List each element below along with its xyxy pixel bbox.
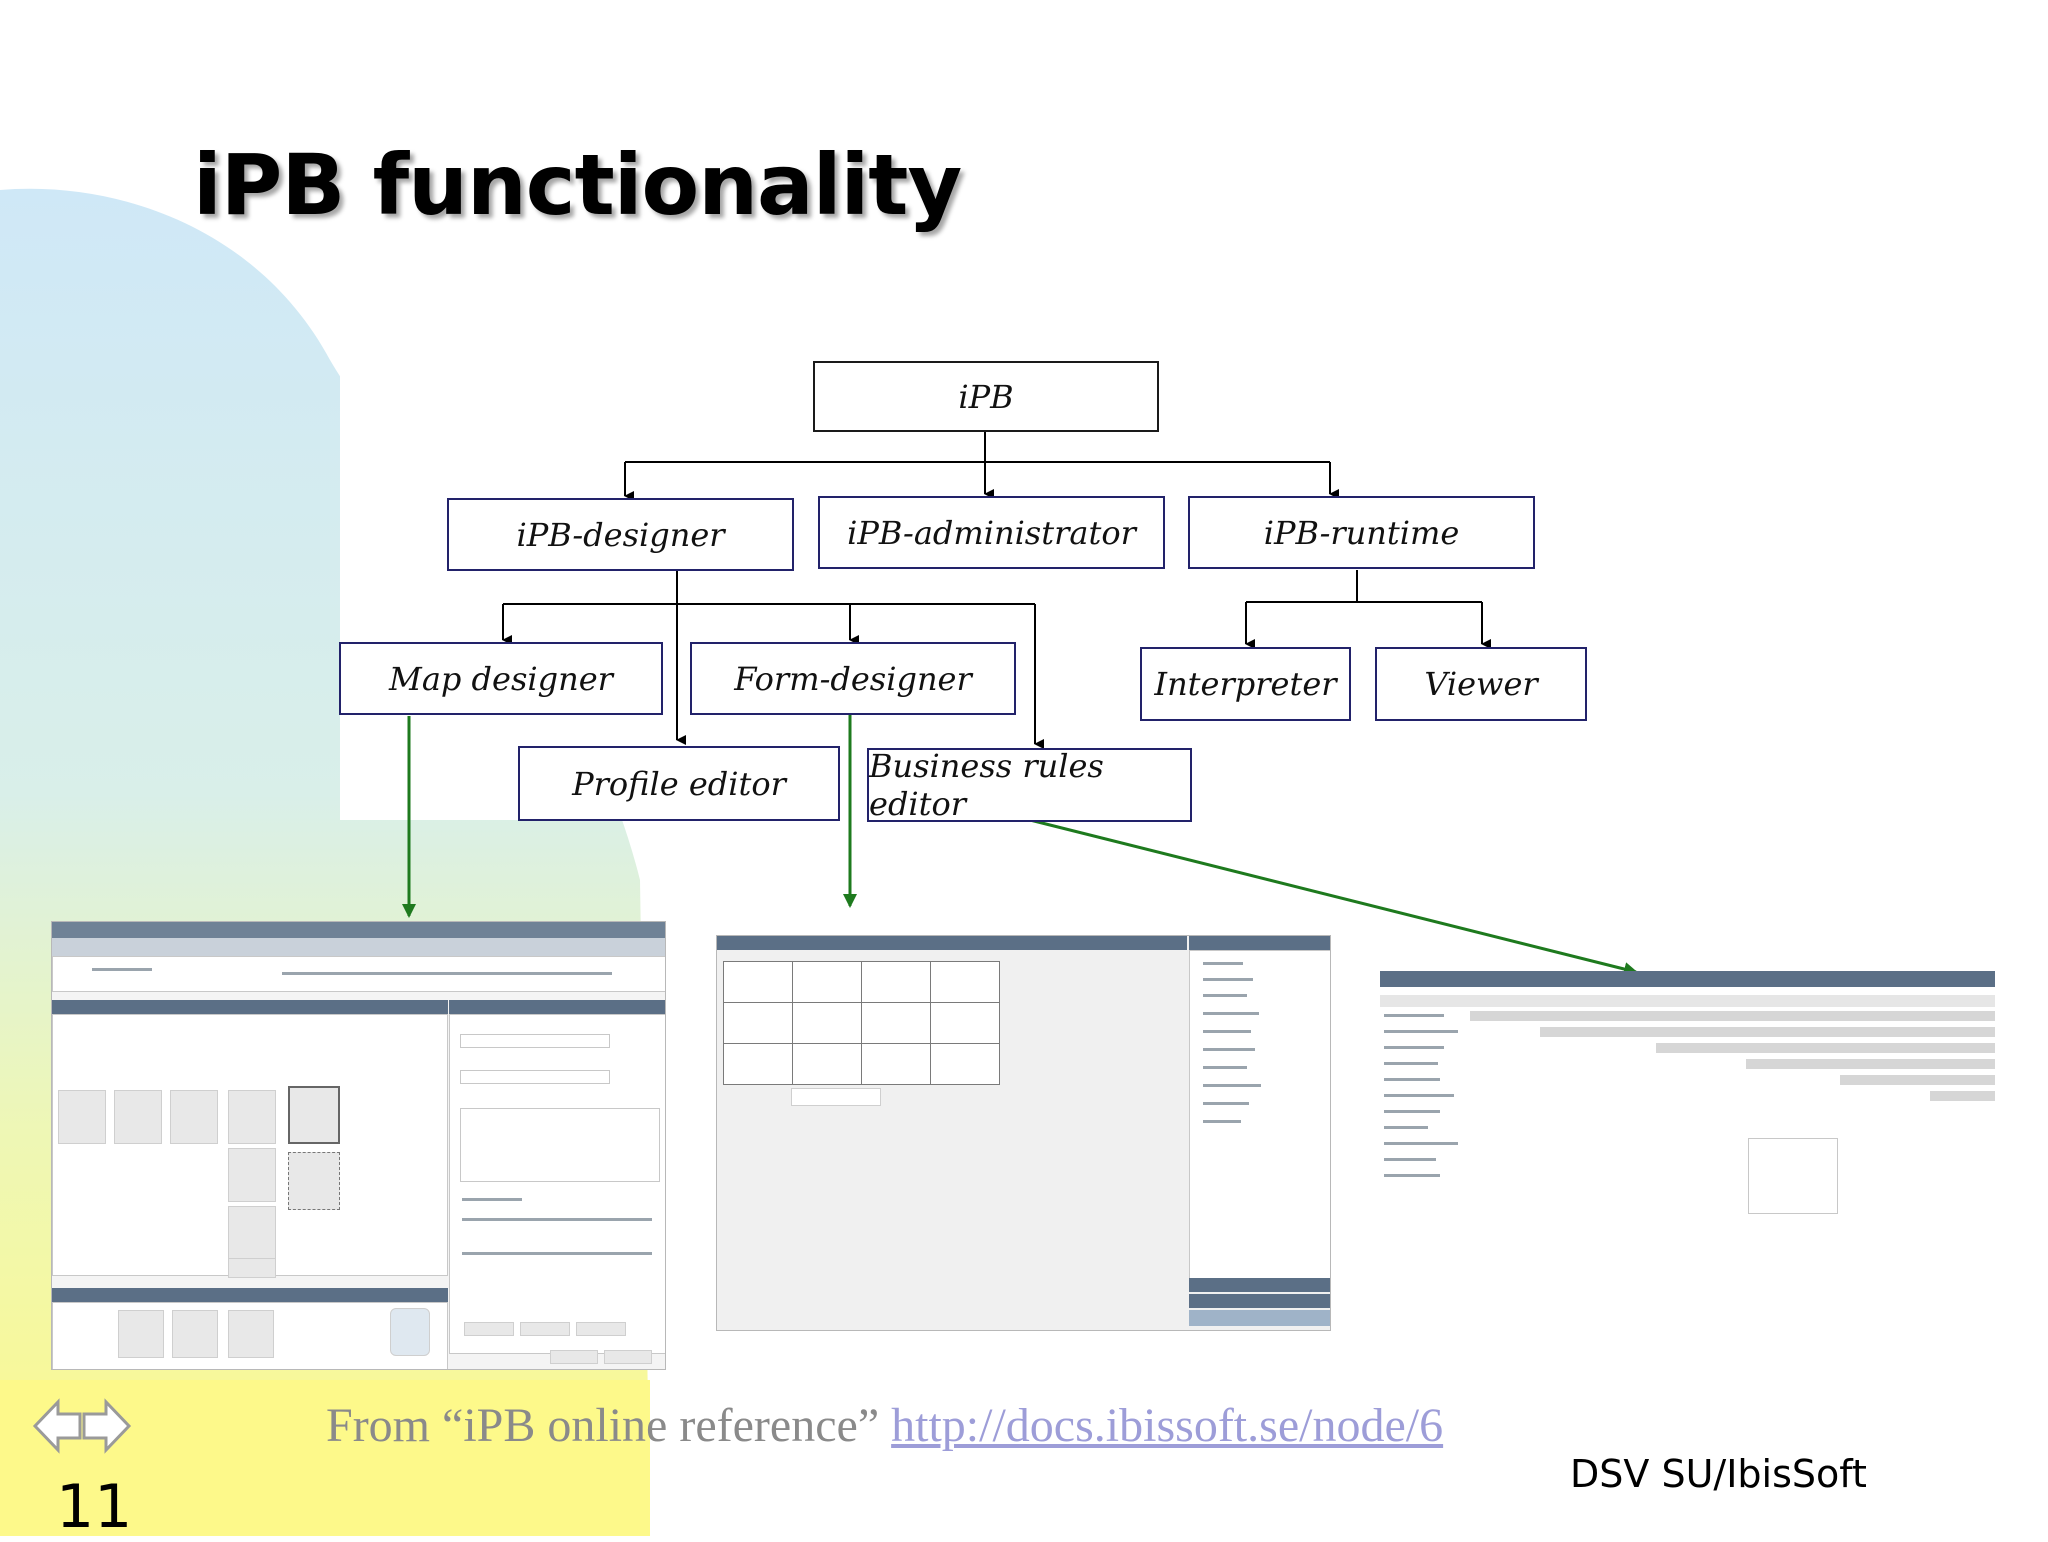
node-viewer: Viewer (1375, 647, 1587, 721)
arrow-left-icon[interactable] (32, 1398, 84, 1454)
source-citation: From “iPB online reference” http://docs.… (326, 1398, 1443, 1453)
node-form-designer: Form-designer (690, 642, 1016, 715)
node-profile-editor: Profile editor (518, 746, 840, 821)
source-link[interactable]: http://docs.ibissoft.se/node/6 (891, 1399, 1444, 1452)
node-interpreter: Interpreter (1140, 647, 1351, 721)
organization-label: DSV SU/IbisSoft (1570, 1452, 1867, 1496)
node-ipb-administrator: iPB-administrator (818, 496, 1165, 569)
form-designer-screenshot (716, 935, 1331, 1331)
business-rules-screenshot (1380, 971, 1995, 1218)
node-ipb-runtime: iPB-runtime (1188, 496, 1535, 569)
diagram-background (340, 340, 2048, 820)
node-ipb-designer: iPB-designer (447, 498, 794, 571)
slide-title: iPB functionality (193, 136, 962, 234)
source-citation-text: From “iPB online reference” (326, 1399, 880, 1452)
node-business-rules-editor: Business rules editor (867, 747, 1192, 823)
page-number: 11 (56, 1472, 133, 1542)
map-designer-screenshot (51, 921, 666, 1370)
node-map-designer: Map designer (339, 642, 663, 715)
node-ipb: iPB (813, 361, 1159, 432)
arrow-right-icon[interactable] (80, 1398, 132, 1454)
